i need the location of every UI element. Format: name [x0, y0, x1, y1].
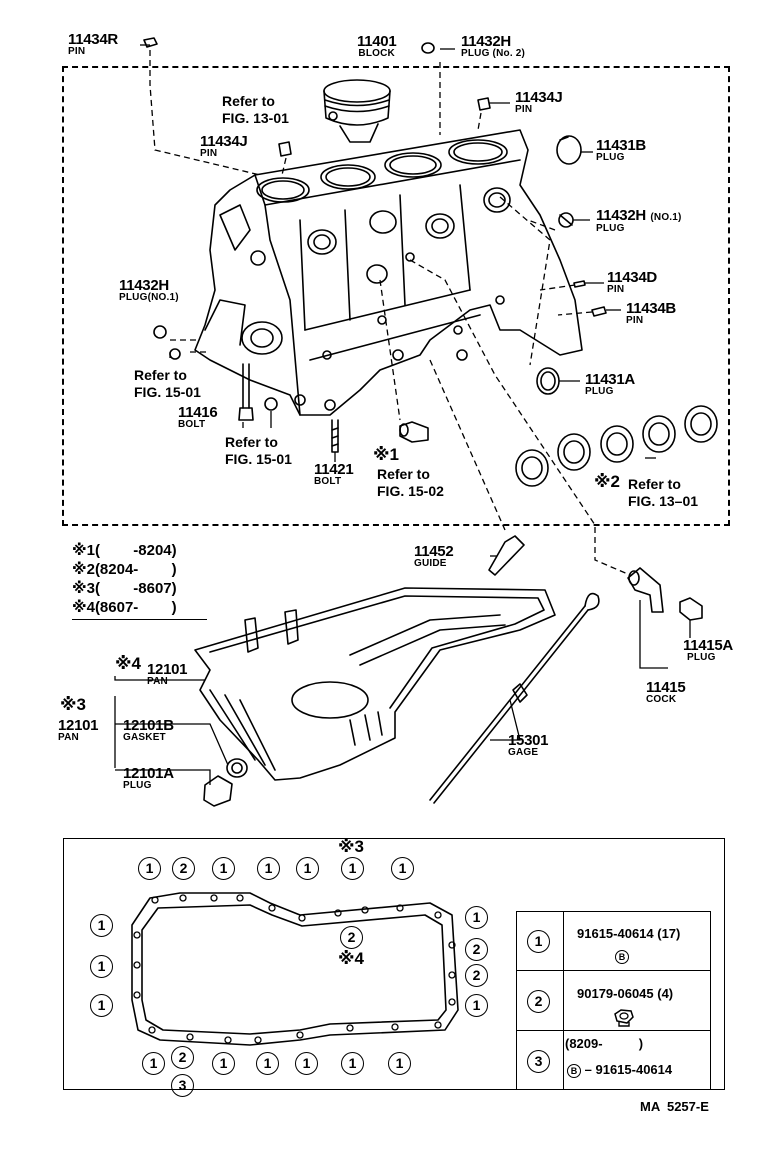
label-11432H-no2: 11432H PLUG (No. 2) — [461, 33, 526, 59]
ref-fig-15-01-b: Refer to FIG. 15-01 — [225, 434, 292, 467]
legend-row-divider — [517, 970, 710, 971]
bolt-callout: 2 — [171, 1046, 194, 1069]
cylinder-block-drawing — [194, 129, 583, 416]
ref-fig-13-01-piston: Refer to FIG. 13-01 — [222, 93, 289, 126]
label-11432H-no1-right: 11432H (NO.1) PLUG — [596, 207, 682, 234]
legend-text-1: 91615-40614 (17) — [577, 926, 681, 941]
bolt-callout: 3 — [171, 1074, 194, 1097]
gasket-holes — [133, 894, 456, 1044]
nut-icon — [613, 1008, 635, 1033]
bolt-callout: 1 — [256, 1052, 279, 1075]
bolt-callout: 1 — [388, 1052, 411, 1075]
legend-row-divider — [517, 1030, 710, 1031]
label-11431A: 11431A PLUG — [585, 371, 635, 397]
label-11434J-left: 11434J PIN — [200, 133, 248, 159]
note-row: ※2(8204- ) — [72, 561, 177, 578]
label-11434J-right: 11434J PIN — [515, 89, 563, 115]
ref-fig-13-01-bearing: Refer to FIG. 13–01 — [628, 476, 699, 509]
small-parts-drawing — [131, 37, 718, 1046]
legend-symbol-1: B — [615, 948, 629, 964]
label-11421: 11421 BOLT — [314, 461, 354, 487]
label-12101B: 12101B GASKET — [123, 717, 174, 743]
legend-divider — [563, 912, 564, 1089]
legend-text-3a: (8209- ) — [565, 1036, 644, 1051]
note-row: ※1( -8204) — [72, 542, 177, 559]
bolt-legend-table: 1 91615-40614 (17) B 2 90179-06045 (4) 3… — [516, 911, 711, 1090]
legend-key-3: 3 — [527, 1050, 550, 1073]
bolt-callout: 2 — [465, 964, 488, 987]
bolt-callout: 2 — [465, 938, 488, 961]
label-11401: 11401 BLOCK — [357, 33, 397, 59]
ref-fig-15-02: Refer to FIG. 15-02 — [377, 466, 444, 499]
bolt-callout: 1 — [90, 955, 113, 978]
bolt-callout: 1 — [295, 1052, 318, 1075]
label-15301: 15301 GAGE — [508, 732, 549, 758]
marker-k4-pan: ※4 — [115, 654, 141, 673]
bolt-callout: 1 — [341, 857, 364, 880]
label-11434B: 11434B PIN — [626, 300, 676, 326]
note-row: ※4(8607- ) — [72, 599, 177, 616]
legend-key-2: 2 — [527, 990, 550, 1013]
legend-key-1: 1 — [527, 930, 550, 953]
label-11416: 11416 BOLT — [178, 404, 218, 430]
label-12101-pan-k3: 12101 PAN — [58, 717, 99, 743]
label-11452: 11452 GUIDE — [414, 543, 454, 569]
bolt-callout: 1 — [391, 857, 414, 880]
bolt-callout: 1 — [465, 906, 488, 929]
bolt-callout: 1 — [142, 1052, 165, 1075]
legend-text-2: 90179-06045 (4) — [577, 986, 674, 1001]
bolt-callout: 1 — [90, 994, 113, 1017]
ref-fig-15-01-a: Refer to FIG. 15-01 — [134, 367, 201, 400]
label-11431B: 11431B PLUG — [596, 137, 646, 163]
label-12101-pan-k4: 12101 PAN — [147, 661, 188, 687]
marker-k4-gasket: ※4 — [338, 949, 364, 968]
bolt-callout: 1 — [212, 1052, 235, 1075]
bolt-callout: 1 — [341, 1052, 364, 1075]
marker-k3-pan: ※3 — [60, 695, 86, 714]
notes-underline — [72, 619, 207, 620]
marker-k3-gasket: ※3 — [338, 837, 364, 856]
applicability-notes: ※1( -8204) ※2(8204- ) ※3( -8607) ※4(8607… — [72, 541, 212, 620]
legend-text-3b: B – 91615-40614 — [567, 1062, 672, 1078]
bolt-callout: 1 — [465, 994, 488, 1017]
bolt-callout: 1 — [257, 857, 280, 880]
block-group-frame — [62, 66, 730, 526]
label-11415A: 11415A PLUG — [683, 637, 733, 663]
label-11434D: 11434D PIN — [607, 269, 657, 295]
gasket-detail-frame — [63, 838, 725, 1090]
bolt-callout: 1 — [296, 857, 319, 880]
label-11432H-no1-left: 11432H PLUG(NO.1) — [119, 277, 179, 303]
marker-k2: ※2 — [594, 472, 620, 491]
bolt-callout: 1 — [212, 857, 235, 880]
label-11415: 11415 COCK — [646, 679, 686, 705]
bolt-callout: 2 — [340, 926, 363, 949]
label-11434R: 11434R PIN — [68, 31, 118, 57]
bolt-callout: 1 — [90, 914, 113, 937]
label-12101A: 12101A PLUG — [123, 765, 174, 791]
bolt-callout: 2 — [172, 857, 195, 880]
piston-drawing — [323, 79, 391, 143]
note-row: ※3( -8607) — [72, 580, 177, 597]
diagram-code: MA 5257-E — [640, 1099, 709, 1114]
marker-k1: ※1 — [373, 445, 399, 464]
bolt-callout: 1 — [138, 857, 161, 880]
